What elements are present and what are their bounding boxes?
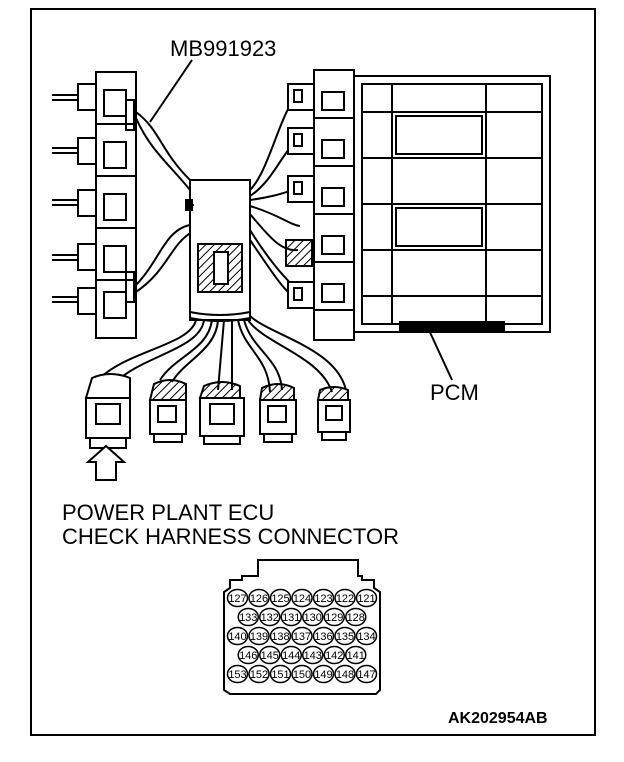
connector-pin: 144 — [280, 645, 302, 665]
connector-pin: 150 — [291, 664, 313, 684]
connector-pin: 122 — [334, 588, 356, 608]
connector-pin-number: 141 — [347, 650, 365, 662]
connector-pin-number: 142 — [325, 650, 343, 662]
connector-pin: 141 — [345, 645, 367, 665]
connector-pin-number: 139 — [250, 631, 268, 643]
connector-pin-number: 125 — [271, 593, 289, 605]
connector-pin: 124 — [291, 588, 313, 608]
connector-pin: 146 — [237, 645, 259, 665]
connector-pin: 134 — [355, 626, 378, 646]
adapter-cable-left — [135, 111, 193, 293]
connector-pin: 130 — [302, 607, 324, 627]
connector-pin-number: 132 — [261, 612, 279, 624]
connector-pin: 151 — [269, 664, 292, 684]
connector-pin-number: 138 — [271, 631, 289, 643]
connector-pin-number: 121 — [357, 593, 375, 605]
connector-pin-number: 150 — [293, 669, 311, 681]
tool-leader-line — [149, 59, 193, 123]
connector-pin-number: 143 — [304, 650, 322, 662]
connector-pin-number: 126 — [250, 593, 268, 605]
connector-title-line1: POWER PLANT ECU — [62, 500, 275, 525]
connector-pin: 138 — [269, 626, 292, 646]
connector-pin: 135 — [334, 626, 356, 646]
connector-pin: 136 — [312, 626, 335, 646]
check-harness-connectors — [84, 373, 351, 449]
connector-pin-number: 144 — [282, 650, 300, 662]
connector-pin-number: 122 — [336, 593, 354, 605]
connector-pin-number: 130 — [304, 612, 322, 624]
connector-pin: 139 — [248, 626, 270, 646]
connector-pin-number: 124 — [293, 593, 311, 605]
connector-pin: 131 — [280, 607, 302, 627]
connector-pin: 137 — [291, 626, 313, 646]
figure-code: AK202954AB — [448, 710, 548, 727]
connector-pin-number: 145 — [261, 650, 279, 662]
arrow-up-icon — [85, 444, 127, 481]
connector-pin-number: 153 — [228, 669, 246, 681]
connector-pin: 148 — [334, 664, 356, 684]
connector-pin-number: 134 — [357, 631, 375, 643]
pcm-harness-plugs — [285, 83, 315, 309]
connector-pin: 145 — [259, 645, 281, 665]
pcm-unit — [313, 69, 551, 341]
connector-pin: 129 — [323, 607, 345, 627]
connector-pin: 121 — [355, 588, 378, 608]
connector-pin: 152 — [248, 664, 270, 684]
connector-pin-number: 136 — [314, 631, 332, 643]
connector-pin: 153 — [226, 664, 249, 684]
connector-pin: 147 — [355, 664, 378, 684]
connector-pin-number: 128 — [347, 612, 365, 624]
connector-pin: 132 — [259, 607, 281, 627]
left-harness-plugs — [52, 71, 137, 339]
connector-pin-number: 137 — [293, 631, 311, 643]
connector-pin: 125 — [269, 588, 292, 608]
connector-pin: 123 — [312, 588, 335, 608]
connector-pin-number: 152 — [250, 669, 268, 681]
connector-pin: 140 — [226, 626, 249, 646]
connector-pin-number: 149 — [314, 669, 332, 681]
connector-title-line2: CHECK HARNESS CONNECTOR — [62, 524, 399, 549]
connector-pin: 126 — [248, 588, 270, 608]
connector-pin-number: 151 — [271, 669, 289, 681]
connector-pin: 128 — [345, 607, 367, 627]
tool-label: MB991923 — [170, 36, 277, 61]
connector-pin: 133 — [237, 607, 259, 627]
connector-pin-number: 123 — [314, 593, 332, 605]
connector-pin-number: 146 — [239, 650, 257, 662]
connector-pin: 149 — [312, 664, 335, 684]
connector-pin: 142 — [323, 645, 345, 665]
connector-pin: 127 — [226, 588, 249, 608]
connector-pin-number: 129 — [325, 612, 343, 624]
pcm-label: PCM — [430, 380, 479, 405]
connector-pin-number: 131 — [282, 612, 300, 624]
connector-pin-number: 140 — [228, 631, 246, 643]
connector-pin-number: 147 — [357, 669, 375, 681]
connector-pin-number: 133 — [239, 612, 257, 624]
connector-pin-number: 127 — [228, 593, 246, 605]
connector-pin-number: 135 — [336, 631, 354, 643]
pcm-leader-line — [427, 327, 453, 381]
diagram-frame — [30, 8, 596, 736]
connector-pin: 143 — [302, 645, 324, 665]
connector-pin-number: 148 — [336, 669, 354, 681]
